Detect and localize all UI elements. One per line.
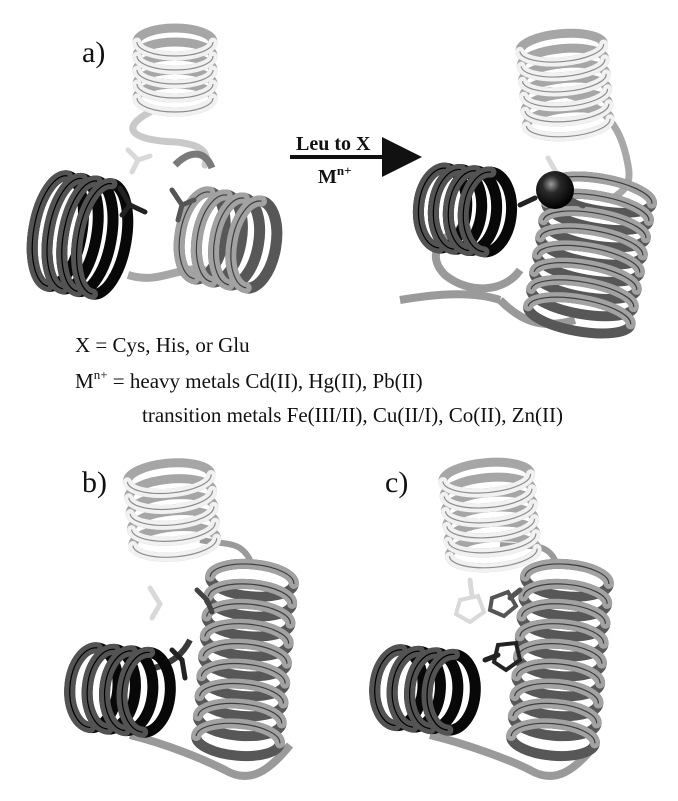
panel-b-structure: b) [66,460,295,776]
panel-a-label: a) [82,36,105,69]
caption-block: X = Cys, His, or Glu Mn+ = heavy metals … [75,333,563,427]
histidine-ring-light-icon [456,580,484,622]
mutation-arrow-group: Leu to X Mn+ [290,133,414,188]
leucine-sidechain-light [128,150,150,172]
helix-b-top-light [126,460,218,561]
helix-right-left-dark [415,166,515,254]
helix-c-right-mid [510,561,610,760]
panel-c-structure: c) [372,459,611,776]
cysteine-sidechain-light [548,158,556,172]
panel-a-metal-bound-structure [400,30,655,340]
cysteine-b-light [150,588,160,618]
helix-c-top-light [442,459,539,571]
arrow-bottom-label: Mn+ [318,163,352,188]
helix-a-top-light [137,28,213,112]
loop-bottom-tail [400,294,500,300]
helix-b-left-dark [66,646,173,734]
arrow-top-label: Leu to X [296,133,371,155]
histidine-ring-mid-icon [490,590,520,616]
helix-b-right-mid [195,561,295,760]
caption-x-definition: X = Cys, His, or Glu [75,333,250,357]
panel-c-label: c) [385,466,408,499]
panel-b-label: b) [82,466,107,499]
metal-ion-icon [536,171,574,209]
panel-a-apo-structure: a) [24,28,283,298]
helix-right-top-light [519,30,612,140]
helix-c-left-dark [372,648,479,732]
caption-metal-definition: Mn+ = heavy metals Cd(II), Hg(II), Pb(II… [75,367,423,393]
cysteine-sidechain-dark [520,198,535,205]
caption-transition-metals: transition metals Fe(III/II), Cu(II/I), … [142,403,563,427]
